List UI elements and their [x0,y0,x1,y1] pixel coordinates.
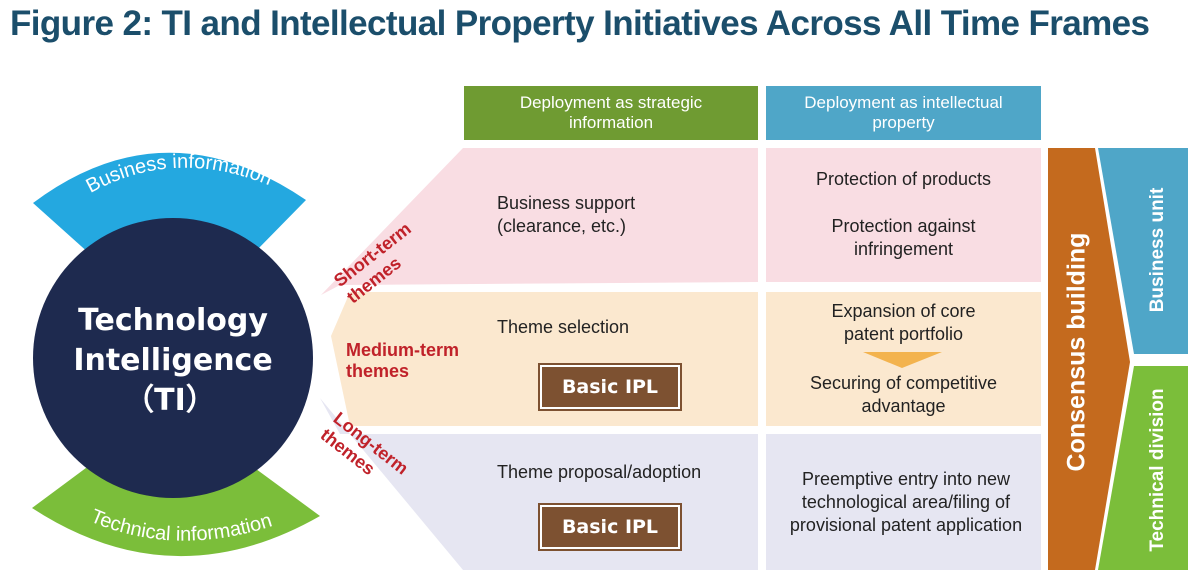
basic-ipl-badge-medium: Basic IPL [538,363,682,411]
short-strategic-cell: Business support (clearance, etc.) [497,190,737,240]
consensus-building-label: Consensus building [1062,232,1091,472]
business-information-arc [33,152,306,255]
short-ip-line-3: infringement [853,239,954,259]
header-intellectual-property: Deployment as intellectual property [804,93,1003,132]
business-unit-bg [1098,148,1188,354]
long-strategic-cell: Theme proposal/adoption [497,459,747,485]
long-ip-line-1: Preemptive entry into new [801,468,1011,489]
ti-line-1: Technology [78,303,268,338]
short-strategic-line-1: Business support [497,193,636,213]
medium-ip-bottom-line-2: advantage [861,396,946,416]
short-ip-line-1: Protection of products [815,169,992,189]
long-ip-line-3: provisional patent application [789,514,1023,535]
theme-selection: Theme selection [497,316,630,337]
long-ip-cell [766,434,1041,570]
medium-strategic-cell: Theme selection [497,314,737,340]
short-term-funnel [321,148,758,295]
down-arrow [863,352,942,368]
short-ip-text: Protection of products Protection agains… [766,168,1041,268]
short-ip-cell [766,148,1041,282]
header-ip-bg [766,86,1041,140]
theme-proposal-adoption: Theme proposal/adoption [497,461,702,482]
medium-ip-bottom-line-1: Securing of competitive [809,373,998,393]
medium-ip-top-line-2: patent portfolio [843,324,964,344]
business-unit-label: Business unit [1147,187,1168,313]
medium-ip-top: Expansion of core patent portfolio [766,298,1041,348]
figure-title: Figure 2: TI and Intellectual Property I… [10,4,1150,43]
header-strategic-bg [464,86,758,140]
basic-ipl-badge-long: Basic IPL [538,503,682,551]
ti-line-2: Intelligence [73,343,272,378]
medium-ip-top-line-1: Expansion of core [831,301,976,321]
technology-intelligence-circle [33,218,313,498]
header-strategic-information: Deployment as strategic information [519,93,703,132]
medium-ip-bottom: Securing of competitive advantage [766,370,1041,420]
medium-term-themes-label: Medium-term themes [346,340,460,381]
technical-information-arc [32,462,320,557]
technical-division-bg [1098,366,1188,570]
short-ip-line-2: Protection against [831,216,976,236]
short-strategic-line-2: (clearance, etc.) [497,216,627,236]
consensus-arrow [1048,148,1130,570]
ti-line-3: （TI） [124,383,216,418]
long-ip-text: Preemptive entry into new technological … [770,466,1042,538]
long-ip-line-2: technological area/filing of [801,491,1011,512]
technical-division-label: Technical division [1147,388,1168,552]
